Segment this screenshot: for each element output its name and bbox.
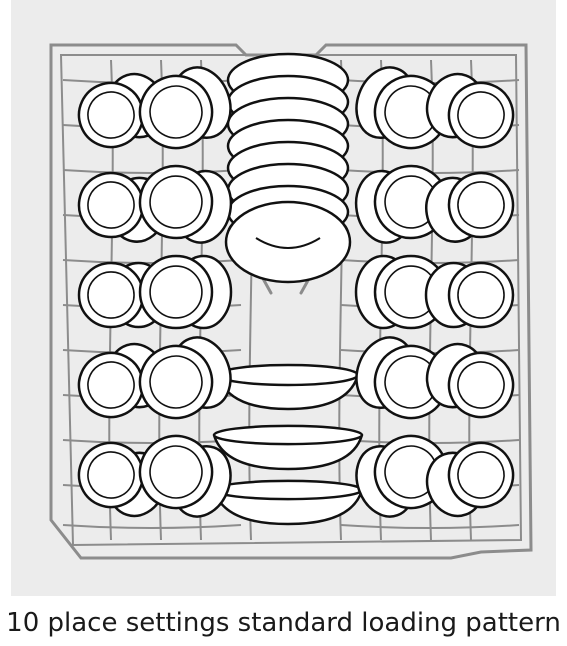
cup-inner-rim bbox=[457, 451, 505, 499]
cup bbox=[424, 261, 515, 329]
cup-inner-rim bbox=[149, 85, 203, 139]
cup-inner-rim bbox=[87, 271, 135, 319]
cup bbox=[138, 66, 232, 150]
dishwasher-rack-diagram bbox=[49, 43, 533, 560]
cups-right-column bbox=[354, 66, 515, 518]
bowl bbox=[212, 424, 364, 446]
cup-inner-rim bbox=[149, 445, 203, 499]
plate bbox=[224, 200, 352, 284]
cup-inner-rim bbox=[149, 265, 203, 319]
plate-rim-detail bbox=[255, 237, 321, 249]
cup bbox=[425, 72, 515, 149]
rack-inner-frame bbox=[59, 54, 523, 547]
bowl-group bbox=[212, 363, 364, 526]
cup-inner-rim bbox=[149, 175, 203, 229]
cup-inner-rim bbox=[87, 91, 135, 139]
cups-left-column bbox=[77, 66, 233, 518]
cup-inner-rim bbox=[149, 355, 203, 409]
cup-inner-rim bbox=[457, 361, 505, 409]
loading-pattern-figure bbox=[11, 0, 556, 596]
cup-inner-rim bbox=[457, 91, 505, 139]
cup-inner-rim bbox=[457, 271, 505, 319]
rack-outer-frame bbox=[49, 43, 533, 560]
cup bbox=[425, 171, 515, 243]
rack-wire bbox=[62, 524, 520, 529]
cup-inner-rim bbox=[87, 451, 135, 499]
cup bbox=[138, 336, 232, 420]
bowl bbox=[212, 479, 364, 501]
rack-frame bbox=[49, 43, 533, 560]
cup bbox=[425, 441, 515, 518]
cup-inner-rim bbox=[87, 361, 135, 409]
cup bbox=[425, 342, 515, 419]
cup-inner-rim bbox=[457, 181, 505, 229]
cup bbox=[138, 164, 233, 244]
cup bbox=[138, 254, 233, 330]
cup bbox=[138, 434, 232, 518]
figure-caption: 10 place settings standard loading patte… bbox=[6, 608, 561, 638]
bowl bbox=[216, 363, 360, 387]
cup-inner-rim bbox=[87, 181, 135, 229]
plate-stack bbox=[224, 52, 352, 284]
